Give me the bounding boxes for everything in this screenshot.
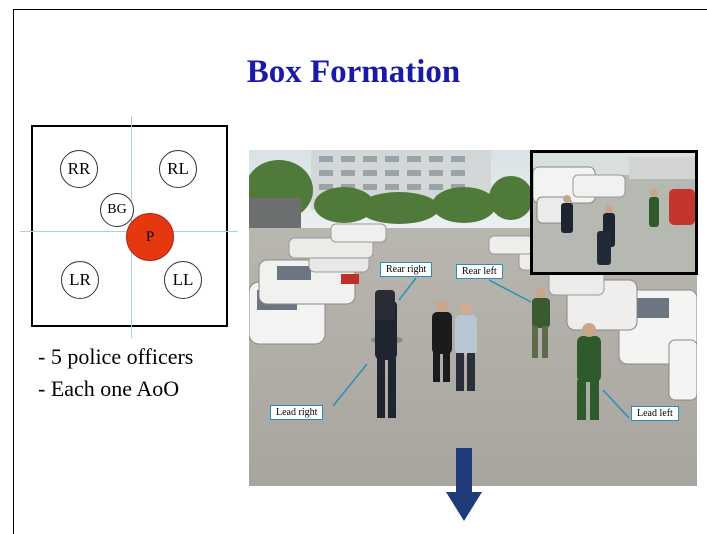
officer-lead-right: LR (61, 261, 99, 299)
callout-lead-left: Lead left (631, 406, 679, 421)
officer-rear-right: RR (60, 150, 98, 188)
inset-photo (530, 150, 698, 275)
callout-rear-left: Rear left (456, 264, 503, 279)
slide-title: Box Formation (246, 54, 461, 90)
protectee: P (126, 213, 174, 261)
bullet-list: - 5 police officers - Each one AoO (38, 341, 193, 405)
officer-rear-left: RL (159, 150, 197, 188)
bullet-item: - 5 police officers (38, 344, 194, 369)
callout-lead-right: Lead right (270, 405, 324, 420)
officer-bodyguard: BG (100, 193, 134, 227)
callout-rear-right: Rear right (380, 262, 433, 277)
officer-lead-left: LL (164, 261, 202, 299)
bullet-item: - Each one AoO (38, 376, 180, 401)
down-arrow-icon (446, 448, 482, 528)
